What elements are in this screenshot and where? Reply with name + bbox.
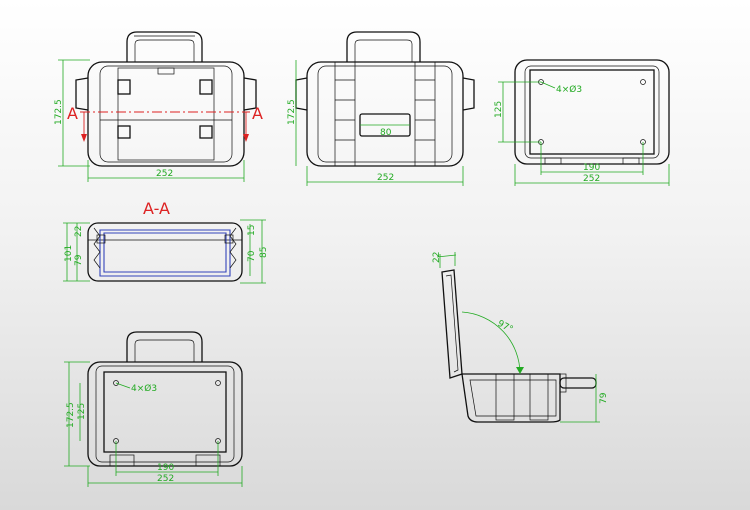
handle <box>126 31 203 62</box>
angle-dim: 97° <box>496 319 515 335</box>
case-body-open <box>87 361 243 467</box>
section-dim-85: 85 <box>259 247 269 258</box>
open-inner-view: 4×Ø3 172.5 125 190 252 <box>64 331 243 487</box>
top-height-dim: 125 <box>494 101 504 118</box>
case-body-back <box>306 61 464 167</box>
front-width-dim: 252 <box>156 169 173 179</box>
open-holes-dim: 4×Ø3 <box>131 383 157 394</box>
section-title: A-A <box>143 199 170 218</box>
open-holespacing-dim: 190 <box>157 463 174 473</box>
open-width-dim: 252 <box>157 474 174 484</box>
section-dim-15: 15 <box>247 225 257 236</box>
back-view: 80 172.5 252 <box>287 31 475 186</box>
front-view: A A 172.5 252 <box>54 31 263 182</box>
section-dim-101: 101 <box>64 245 74 262</box>
top-width-dim: 252 <box>583 174 600 184</box>
case-body <box>87 61 245 167</box>
section-label-right: A <box>252 104 263 123</box>
open-height-dim: 172.5 <box>66 402 76 428</box>
section-label-left: A <box>67 104 78 123</box>
open-inner-height-dim: 125 <box>77 403 87 420</box>
top-holespacing-dim: 190 <box>583 163 600 173</box>
section-dim-70: 70 <box>247 250 257 262</box>
top-holes-dim: 4×Ø3 <box>556 84 582 95</box>
handle-back <box>346 31 421 62</box>
case-lid-top <box>514 59 670 165</box>
back-label-dim: 80 <box>380 128 392 138</box>
back-width-dim: 252 <box>377 173 394 183</box>
lid-dim: 22 <box>432 252 442 263</box>
back-height-dim: 172.5 <box>287 99 297 125</box>
depth-dim: 79 <box>599 392 609 404</box>
top-inner-view: 4×Ø3 125 190 252 <box>494 59 670 186</box>
angle-arc <box>461 311 521 375</box>
section-view: A-A 101 79 22 85 70 15 <box>63 199 269 284</box>
front-height-dim: 172.5 <box>54 99 64 125</box>
side-open-view: 97° 22 79 <box>432 252 609 423</box>
inner-liner <box>99 229 231 277</box>
section-dim-22: 22 <box>74 226 84 237</box>
section-dim-79: 79 <box>74 254 84 266</box>
case-base-side <box>461 373 561 423</box>
side-handle <box>559 377 597 389</box>
section-outline <box>87 222 243 282</box>
handle-open <box>126 331 203 362</box>
